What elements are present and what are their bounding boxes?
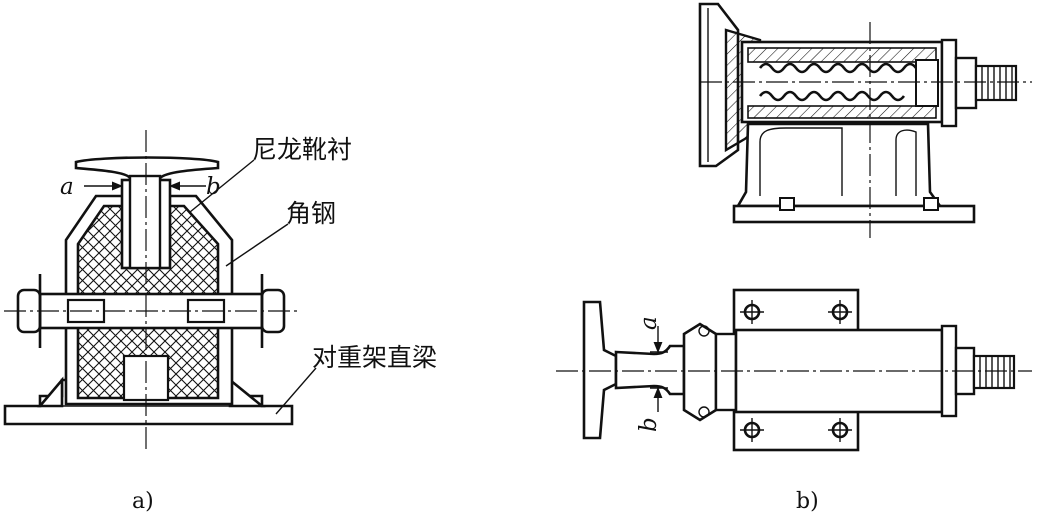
leader-angle-steel <box>225 223 289 267</box>
rail-web-plan <box>614 344 686 396</box>
screw-thread <box>981 66 1013 100</box>
end-nut <box>954 56 978 110</box>
figure-a: a b 尼龙靴衬 角钢 对重架直梁 a) <box>3 130 437 514</box>
rail-t-section <box>582 300 618 440</box>
rail-web <box>128 174 162 270</box>
hole-crosshairs <box>740 300 852 442</box>
bolt-right <box>923 197 939 211</box>
left-bracket <box>37 376 64 408</box>
plan-shoe-head <box>682 322 718 422</box>
caption-b: b) <box>796 489 819 514</box>
shoe-rivet-top <box>698 325 710 337</box>
rail-head <box>74 156 220 180</box>
end-flange <box>940 38 958 128</box>
caption-a: a) <box>132 489 154 514</box>
cylinder-wall-bottom <box>747 105 937 119</box>
shoe-neck <box>714 332 738 412</box>
figure-b-plan: a b b) <box>556 288 1032 514</box>
stand <box>735 122 943 208</box>
plan-dim-a-label: a <box>636 316 662 330</box>
plan-dim-b-label: b <box>636 417 662 432</box>
shoe-rivet-bottom <box>698 406 710 418</box>
bolt-left <box>779 197 795 211</box>
spring-seat <box>915 59 939 107</box>
dim-a-label: a <box>60 174 74 200</box>
spring <box>758 62 930 102</box>
dim-b-label: b <box>206 174 221 200</box>
plan-screw-thread <box>979 356 1011 388</box>
leader-beam <box>275 367 317 415</box>
leader-nylon-liner <box>189 159 255 213</box>
stand-cutouts <box>759 127 917 196</box>
right-bracket <box>228 377 266 408</box>
label-beam: 对重架直梁 <box>312 343 437 372</box>
label-angle-steel: 角钢 <box>286 199 336 228</box>
label-nylon-liner: 尼龙靴衬 <box>252 135 352 164</box>
figure-b-elevation <box>698 2 1032 238</box>
cylinder-wall-top <box>747 47 937 63</box>
